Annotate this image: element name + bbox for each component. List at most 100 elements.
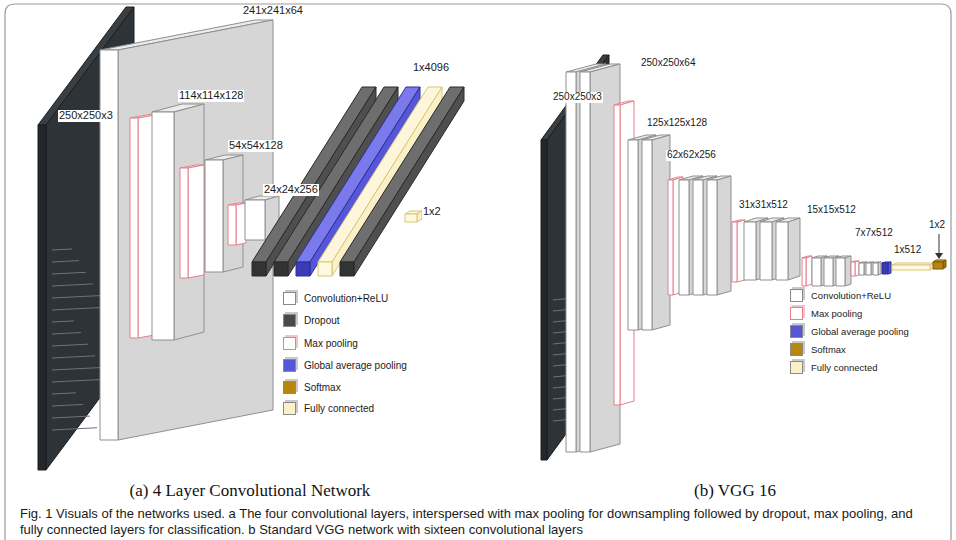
layer-face (933, 262, 943, 269)
layer-face (788, 218, 800, 280)
layer-face (679, 180, 689, 295)
layer-face (405, 214, 417, 222)
legend-swatch (790, 289, 803, 302)
layer-face (614, 105, 620, 405)
dimension-label: 125x125x128 (646, 118, 708, 129)
pointer-head (935, 253, 943, 259)
dimension-label: 241x241x64 (242, 5, 304, 17)
layer-face (642, 140, 652, 330)
dimension-label: 1x4096 (412, 62, 450, 74)
layer-face (354, 87, 464, 276)
layer-face (541, 140, 547, 460)
image-texture (52, 296, 100, 298)
layer-face (802, 258, 806, 286)
legend-swatch (283, 381, 296, 394)
layer-face (318, 262, 332, 276)
legend-row: Max pooling (790, 307, 862, 320)
legend-swatch (283, 359, 296, 372)
layer-face (566, 72, 576, 452)
layer-face (855, 261, 859, 276)
legend-text: Max pooling (811, 308, 862, 319)
figure-frame (5, 4, 951, 540)
legend-text: Global average pooling (811, 326, 909, 337)
layer-face (824, 258, 833, 286)
layer-face (318, 87, 442, 262)
image-texture (52, 321, 74, 322)
legend-row: Fully connected (283, 402, 374, 415)
image-texture (52, 284, 93, 286)
legend-swatch (283, 314, 296, 327)
layer-face (628, 140, 638, 330)
dimension-label: 250x250x64 (640, 58, 697, 69)
legend-text: Max pooling (304, 338, 358, 349)
layer-face (703, 176, 717, 295)
layer-face (717, 176, 731, 295)
layer-face (836, 258, 845, 286)
legend-row: Convolution+ReLU (790, 289, 891, 302)
legend-text: Softmax (811, 344, 846, 355)
legend-swatch (790, 361, 803, 374)
image-texture (52, 356, 95, 358)
legend-row: Convolution+ReLU (283, 292, 388, 305)
layer-face (776, 222, 788, 280)
layer-face (812, 258, 821, 286)
legend-text: Convolution+ReLU (811, 290, 891, 301)
layer-face (590, 64, 620, 452)
legend-swatch (283, 402, 296, 415)
layer-face (252, 262, 266, 276)
legend-row: Softmax (283, 381, 341, 394)
legend-text: Softmax (304, 382, 341, 393)
layer-face (118, 20, 273, 440)
image-texture (52, 368, 102, 371)
layer-face (873, 263, 878, 275)
legend-row: Dropout (283, 314, 340, 327)
dimension-label: 1x512 (893, 245, 922, 256)
dimension-label: 54x54x128 (228, 140, 284, 152)
legend-text: Fully connected (811, 362, 878, 373)
image-texture (52, 404, 83, 406)
legend-row: Global average pooling (283, 359, 407, 372)
legend-swatch (790, 307, 803, 320)
dimension-label: 62x62x256 (666, 150, 717, 161)
layer-face (806, 256, 812, 286)
layer-face (892, 265, 930, 270)
legend-text: Dropout (304, 315, 340, 326)
image-texture (52, 272, 86, 274)
layer-face (866, 263, 871, 275)
layer-face (130, 118, 138, 338)
layer-face (296, 262, 310, 276)
layer-face (180, 168, 188, 278)
layer-face (760, 222, 772, 280)
legend-row: Fully connected (790, 361, 878, 374)
layer-face (580, 72, 590, 452)
layer-face (274, 262, 288, 276)
image-texture (52, 307, 107, 310)
layer-face (340, 87, 464, 262)
layer-face (693, 180, 703, 295)
layer-face (38, 125, 46, 470)
panel-caption: (b) VGG 16 (560, 481, 910, 501)
legend-row: Softmax (790, 343, 846, 356)
image-texture (52, 428, 97, 430)
legend-swatch (790, 325, 803, 338)
layer-blocks (38, 7, 946, 470)
layer-face (228, 205, 236, 245)
legend-row: Global average pooling (790, 325, 909, 338)
legend-row: Max pooling (283, 337, 358, 350)
figure-caption: Fig. 1 Visuals of the networks used. a T… (20, 506, 938, 538)
panel-caption: (a) 4 Layer Convolutional Network (40, 481, 460, 501)
image-texture (52, 393, 76, 394)
layer-face (174, 104, 204, 340)
legend-swatch (283, 292, 296, 305)
dimension-label: 114x114x128 (178, 90, 244, 102)
dimension-label: 15x15x512 (806, 205, 857, 216)
dimension-label: 24x24x256 (263, 184, 319, 196)
legend-text: Convolution+ReLU (304, 293, 388, 304)
dimension-label: 31x31x512 (738, 200, 789, 211)
layer-face (205, 160, 223, 272)
legend-swatch (283, 337, 296, 350)
layer-face (188, 165, 204, 278)
layer-face (340, 262, 354, 276)
